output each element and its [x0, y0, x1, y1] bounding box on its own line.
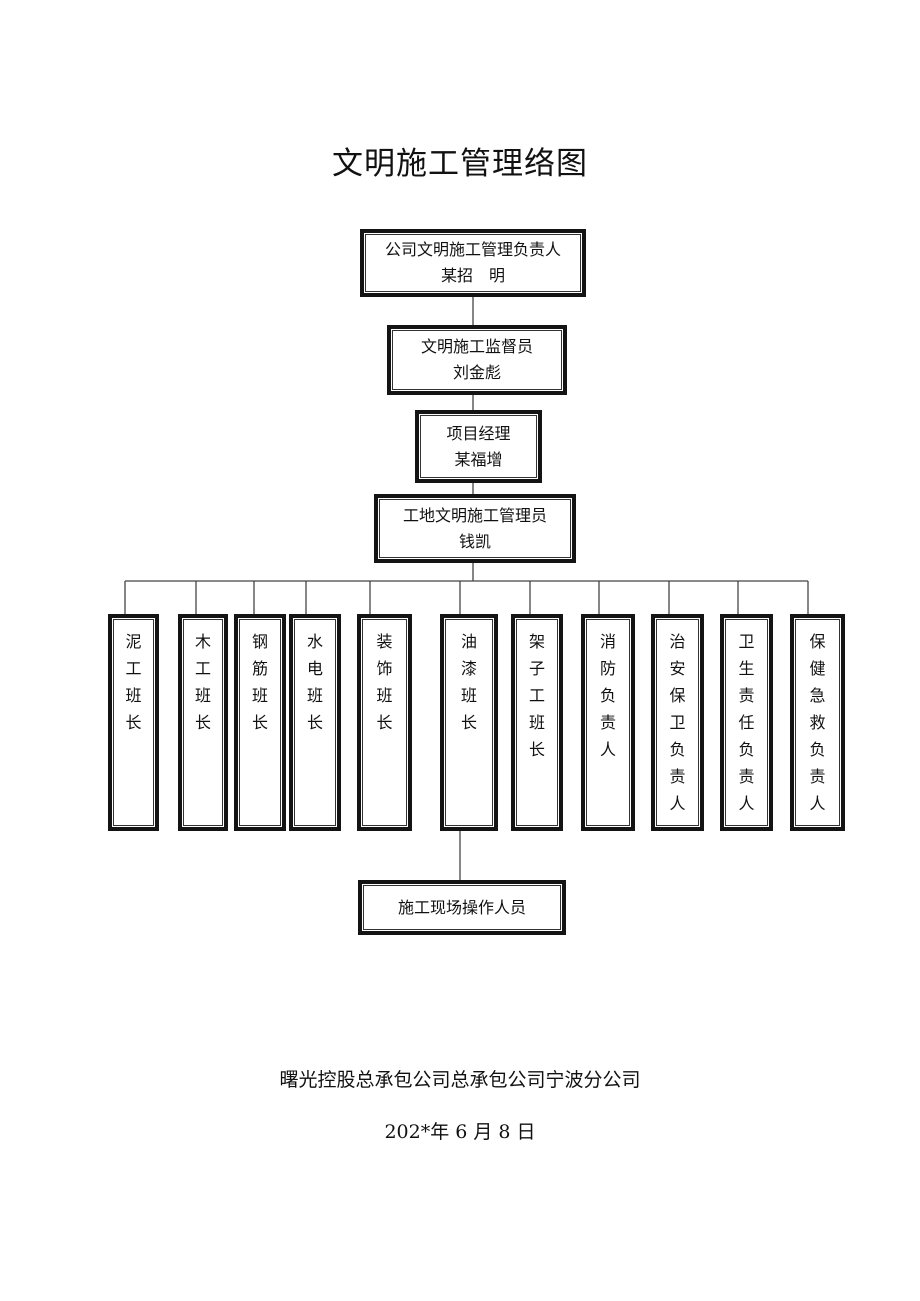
company-head-name: 某招 明: [440, 266, 505, 285]
footer-date: 202*年 6 月 8 日: [384, 1121, 536, 1143]
supervisor-role: 文明施工监督员: [420, 337, 533, 356]
workers-box: 施工现场操作人员: [358, 880, 566, 935]
site-manager-name: 钱凯: [458, 531, 491, 551]
team-label: 消防负责人: [599, 632, 616, 759]
site-manager-role: 工地文明施工管理员: [402, 505, 547, 525]
page-title: 文明施工管理络图: [332, 146, 588, 182]
supervisor-box: 文明施工监督员 刘金彪: [387, 325, 567, 395]
team-box: 治安保卫负责人: [651, 614, 704, 831]
team-box: 泥工班长: [108, 614, 159, 831]
company-head-box: 公司文明施工管理负责人 某招 明: [360, 229, 586, 297]
team-label: 木工班长: [194, 632, 211, 732]
team-box: 木工班长: [178, 614, 228, 831]
team-box: 钢筋班长: [234, 614, 286, 831]
team-label: 油漆班长: [460, 632, 477, 732]
team-label: 治安保卫负责人: [669, 632, 686, 813]
team-label: 卫生责任负责人: [738, 632, 755, 813]
team-box: 架子工班长: [511, 614, 563, 831]
team-label: 装饰班长: [376, 632, 393, 732]
supervisor-name: 刘金彪: [452, 363, 501, 382]
team-label: 水电班长: [306, 632, 323, 732]
team-label: 泥工班长: [125, 632, 142, 732]
team-label: 保健急救负责人: [809, 632, 826, 813]
project-manager-role: 项目经理: [446, 423, 511, 443]
team-box: 消防负责人: [581, 614, 635, 831]
team-box: 保健急救负责人: [790, 614, 845, 831]
team-box: 卫生责任负责人: [720, 614, 773, 831]
company-head-role: 公司文明施工管理负责人: [384, 240, 561, 259]
team-label: 钢筋班长: [251, 632, 268, 732]
team-box: 水电班长: [289, 614, 341, 831]
workers-label: 施工现场操作人员: [397, 897, 526, 917]
project-manager-name: 某福增: [454, 449, 503, 469]
team-box: 装饰班长: [357, 614, 412, 831]
footer-company: 曙光控股总承包公司总承包公司宁波分公司: [279, 1069, 641, 1091]
project-manager-box: 项目经理 某福增: [415, 410, 542, 483]
site-manager-box: 工地文明施工管理员 钱凯: [374, 494, 576, 563]
team-label: 架子工班长: [528, 632, 545, 759]
team-box: 油漆班长: [440, 614, 498, 831]
